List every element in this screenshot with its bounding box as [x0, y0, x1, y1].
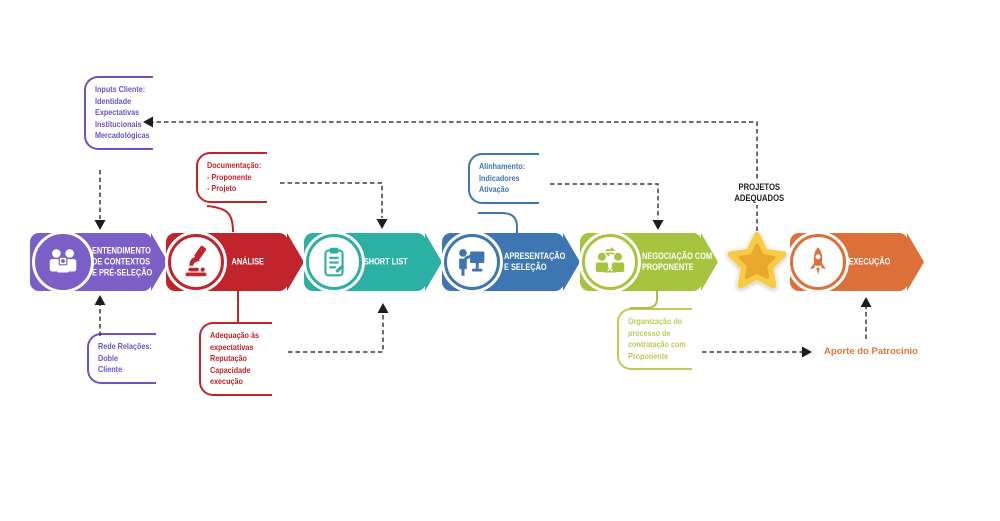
arrow-up-icon	[94, 295, 106, 305]
stage-label: SHORT LIST	[364, 256, 408, 267]
people-puzzle-icon	[35, 234, 91, 290]
arrow-down-icon	[94, 220, 106, 230]
stage-label: ANÁLISE	[231, 256, 265, 267]
solid-line-documentacao-to-analise	[206, 205, 234, 233]
stage-entendimento-de-contextos: ENTENDIMENTO DE CONTEXTOS E PRÉ-SELEÇÃO	[30, 233, 168, 291]
microscope-icon	[168, 234, 224, 290]
stage-arrow-tip	[701, 233, 718, 291]
stage-execucao: EXECUÇÃO	[790, 233, 924, 291]
note-rede-relacoes: Rede Relações: Doble Cliente	[87, 333, 156, 384]
stage-arrow-tip	[563, 233, 580, 291]
stage-analise: ANÁLISE	[166, 233, 304, 291]
note-documentacao: Documentação: - Proponente - Projeto	[196, 152, 267, 203]
note-adequacao: Adequação às expectativas Reputação Capa…	[199, 322, 272, 396]
solid-line-negociacao-to-organizacao	[630, 291, 658, 309]
stage-arrow-tip	[907, 233, 924, 291]
stage-label: EXECUÇÃO	[849, 256, 891, 267]
arrow-right-icon	[802, 346, 812, 358]
arrow-down-icon	[376, 219, 388, 229]
arrow-up-icon	[377, 303, 389, 313]
negotiation-icon	[582, 234, 638, 290]
stage-label: ENTENDIMENTO DE CONTEXTOS E PRÉ-SELEÇÃO	[92, 245, 153, 278]
stage-arrow-tip	[151, 233, 168, 291]
dashed-line-adequacao-to-shortlist	[288, 313, 384, 353]
presenter-icon	[444, 234, 500, 290]
label-aporte-do-patrocinio: Aporte do Patrocínio	[824, 346, 918, 357]
dashed-line-alinhamento-to-negociacao	[550, 183, 659, 219]
note-alinhamento: Alinhamento: Indicadores Ativação	[468, 153, 539, 204]
arrow-down-icon	[652, 220, 664, 230]
note-inputs-cliente: Inputs Cliente: Identidade Expectativas …	[84, 76, 153, 150]
milestone-label-projetos-adequados: PROJETOS ADEQUADOS	[712, 181, 806, 205]
note-organizacao: Organização do processo de contratação c…	[617, 308, 692, 370]
stage-label: NEGOCIAÇÃO COM PROPONENTE	[642, 251, 713, 272]
stage-arrow-tip	[287, 233, 304, 291]
stage-apresentacao-e-selecao: APRESENTAÇÃO E SELEÇÃO	[442, 233, 580, 291]
stage-short-list: SHORT LIST	[304, 233, 442, 291]
stage-label: APRESENTAÇÃO E SELEÇÃO	[504, 251, 566, 272]
stage-negociacao-com-proponente: NEGOCIAÇÃO COM PROPONENTE	[580, 233, 718, 291]
clipboard-icon	[306, 234, 362, 290]
dashed-line-documentacao-to-shortlist	[280, 182, 383, 218]
star-icon	[722, 227, 792, 297]
solid-line-alinhamento-to-apresentacao	[478, 212, 518, 233]
stage-arrow-tip	[425, 233, 442, 291]
arrow-up-icon	[860, 297, 872, 307]
rocket-icon	[790, 234, 846, 290]
